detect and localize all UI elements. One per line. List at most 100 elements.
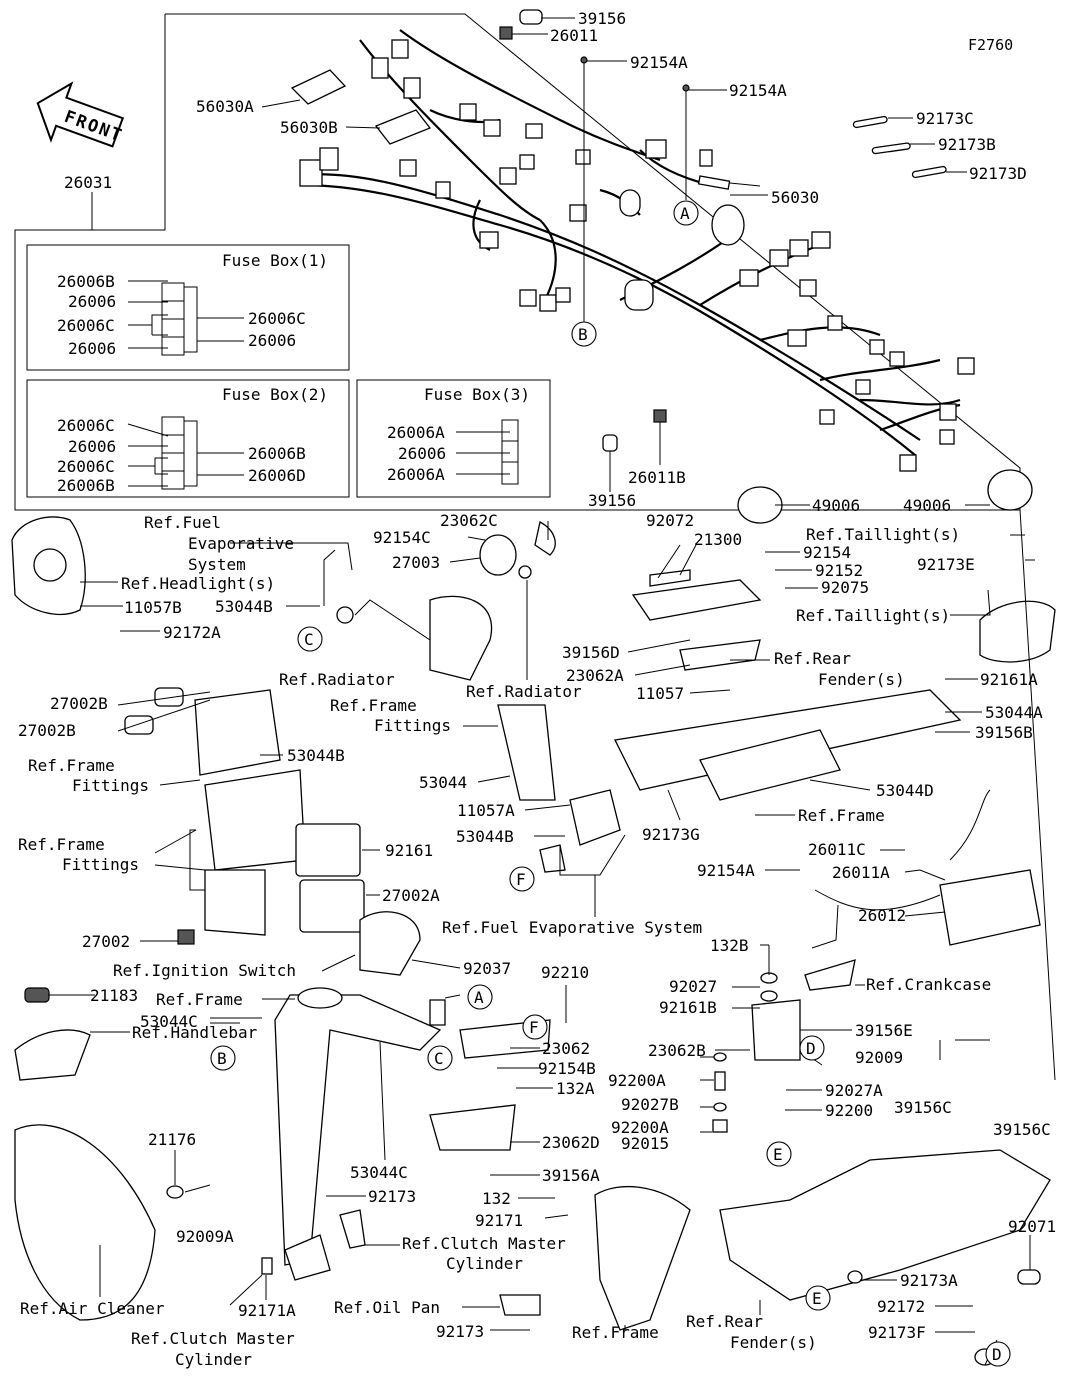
label-53044: 53044 [419, 773, 467, 792]
label-49006-2: 49006 [903, 496, 951, 515]
label-26011b: 26011B [628, 468, 686, 487]
fuse-box-1-left-3: 26006C [57, 316, 115, 335]
label-56030a: 56030A [196, 97, 254, 116]
label-92154c: 92154C [373, 528, 431, 547]
callout-b-2: B [217, 1049, 227, 1068]
fuse-box-2-left-4: 26006B [57, 476, 115, 495]
fuse-box-2: Fuse Box(2) 26006C 26006 26006C 26006B 2… [26, 379, 350, 498]
fuse-box-3-left-3: 26006A [387, 465, 445, 484]
label-26011c: 26011C [808, 840, 866, 859]
label-92173e: 92173E [917, 555, 975, 574]
label-92154a-3: 92154A [697, 861, 755, 880]
label-ref-rear-fender-1a: Ref.Rear [774, 649, 851, 668]
fuse-box-3-left-2: 26006 [398, 444, 446, 463]
label-27002b-2: 27002B [18, 721, 76, 740]
label-ref-clutch-2a: Ref.Clutch Master [131, 1329, 295, 1348]
label-39156e: 39156E [855, 1021, 913, 1040]
fuse-box-2-left-1: 26006C [57, 416, 115, 435]
label-ref-frame-2: Ref.Frame [156, 990, 243, 1009]
callout-c-1: C [304, 630, 314, 649]
label-39156c-1: 39156C [894, 1098, 952, 1117]
label-92173c: 92173C [916, 109, 974, 128]
label-92173g: 92173G [642, 825, 700, 844]
label-92154a-1: 92154A [630, 53, 688, 72]
callout-e-1: E [773, 1145, 783, 1164]
label-39156d: 39156D [562, 643, 620, 662]
fuse-box-1-title: Fuse Box(1) [222, 251, 328, 270]
label-21176: 21176 [148, 1130, 196, 1149]
label-39156-top: 39156 [578, 9, 626, 28]
callout-c-2: C [434, 1049, 444, 1068]
label-92173f: 92173F [868, 1323, 926, 1342]
label-23062d: 23062D [542, 1133, 600, 1152]
label-92173d: 92173D [969, 164, 1027, 183]
fuse-box-1-right-1: 26006C [248, 309, 306, 328]
label-ref-taillight-1: Ref.Taillight(s) [806, 525, 960, 544]
label-ref-radiator-2: Ref.Radiator [466, 682, 582, 701]
label-ref-frame-3: Ref.Frame [572, 1323, 659, 1342]
label-92161b: 92161B [659, 998, 717, 1017]
label-ref-rear-fender-2b: Fender(s) [730, 1333, 817, 1352]
label-ref-handlebar: Ref.Handlebar [132, 1023, 258, 1042]
harness-group-outline [14, 13, 1021, 511]
fuse-box-3: Fuse Box(3) 26006A 26006 26006A [356, 379, 551, 498]
fuse-box-2-title: Fuse Box(2) [222, 385, 328, 404]
label-27002a: 27002A [382, 886, 440, 905]
label-92154b: 92154B [538, 1059, 596, 1078]
fuse-box-1-left-1: 26006B [57, 272, 115, 291]
label-92161a: 92161A [980, 670, 1038, 689]
callout-a-2: A [474, 988, 484, 1007]
label-ref-frame-fittings-1a: Ref.Frame [330, 696, 417, 715]
label-92200a-1: 92200A [608, 1071, 666, 1090]
label-11057b: 11057B [124, 598, 182, 617]
label-ref-fuel-evap-3: System [188, 555, 246, 574]
figure-id: F2760 [968, 36, 1013, 54]
label-ref-frame-fittings-1b: Fittings [374, 716, 451, 735]
label-56030b: 56030B [280, 118, 338, 137]
label-ref-fuel-evap-bottom: Ref.Fuel Evaporative System [442, 918, 702, 937]
label-56030: 56030 [771, 188, 819, 207]
label-92071: 92071 [1008, 1217, 1056, 1236]
label-92171: 92171 [475, 1211, 523, 1230]
label-26031: 26031 [64, 173, 112, 192]
label-27002: 27002 [82, 932, 130, 951]
label-132a: 132A [556, 1079, 595, 1098]
label-ref-frame-fittings-3a: Ref.Frame [18, 835, 105, 854]
label-26011a: 26011A [832, 863, 890, 882]
label-21183: 21183 [90, 986, 138, 1005]
label-92009: 92009 [855, 1048, 903, 1067]
callout-d-2: D [992, 1345, 1002, 1364]
fuse-box-2-left-2: 26006 [68, 437, 116, 456]
label-39156-mid: 39156 [588, 491, 636, 510]
label-92210: 92210 [541, 963, 589, 982]
label-ref-radiator-1: Ref.Radiator [279, 670, 395, 689]
label-ref-clutch-2b: Cylinder [175, 1350, 252, 1369]
fuse-box-2-left-3: 26006C [57, 457, 115, 476]
label-ref-clutch-1a: Ref.Clutch Master [402, 1234, 566, 1253]
label-92075: 92075 [821, 578, 869, 597]
callout-d-1: D [806, 1039, 816, 1058]
label-11057a: 11057A [457, 801, 515, 820]
label-92027: 92027 [669, 977, 717, 996]
fuse-box-3-title: Fuse Box(3) [424, 385, 530, 404]
label-92173-1: 92173 [368, 1187, 416, 1206]
label-132: 132 [482, 1189, 511, 1208]
label-26011: 26011 [550, 26, 598, 45]
label-26012: 26012 [858, 906, 906, 925]
label-ref-air-cleaner: Ref.Air Cleaner [20, 1299, 165, 1318]
leader-lines [48, 17, 1056, 1366]
label-92200a-2: 92200A [611, 1118, 669, 1137]
fuse-box-3-left-1: 26006A [387, 423, 445, 442]
label-ref-frame-fittings-3b: Fittings [62, 855, 139, 874]
callout-b-1: B [578, 325, 588, 344]
label-53044b-3: 53044B [456, 827, 514, 846]
label-53044d: 53044D [876, 781, 934, 800]
label-92172: 92172 [877, 1297, 925, 1316]
label-92200: 92200 [825, 1101, 873, 1120]
fuse-box-2-right-1: 26006B [248, 444, 306, 463]
label-39156a: 39156A [542, 1166, 600, 1185]
label-ref-ignition: Ref.Ignition Switch [113, 961, 296, 980]
label-53044c-2: 53044C [350, 1163, 408, 1182]
label-ref-fuel-evap-2: Evaporative [188, 534, 294, 553]
